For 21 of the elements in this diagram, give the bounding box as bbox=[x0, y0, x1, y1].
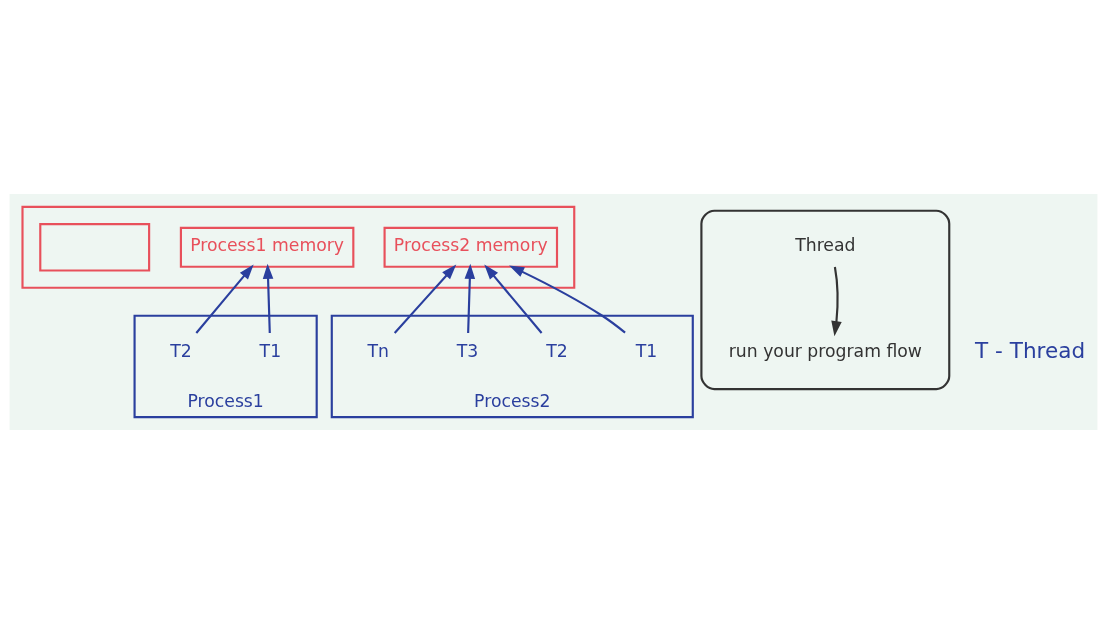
node-text: T3 bbox=[456, 340, 479, 361]
node-text: T1 bbox=[259, 340, 282, 361]
cluster bbox=[700, 209, 951, 390]
arrow bbox=[484, 264, 543, 334]
node-text: Tn bbox=[367, 340, 389, 361]
arrow bbox=[262, 263, 274, 333]
arrow bbox=[831, 266, 842, 336]
node-text: Thread bbox=[795, 234, 856, 255]
node-text: run your program flow bbox=[728, 340, 922, 361]
node-text: T2 bbox=[546, 340, 568, 361]
arrow bbox=[509, 264, 626, 334]
node-text: T1 bbox=[635, 340, 658, 361]
cluster bbox=[21, 205, 576, 289]
node-box bbox=[39, 222, 151, 272]
node-box: Process1 memory bbox=[179, 226, 355, 268]
arrow bbox=[195, 264, 254, 334]
arrow bbox=[393, 264, 457, 334]
label: T - Thread bbox=[975, 337, 1086, 363]
node-box: Process2 memory bbox=[383, 226, 559, 268]
node-text: T2 bbox=[170, 340, 192, 361]
arrow bbox=[464, 263, 476, 333]
